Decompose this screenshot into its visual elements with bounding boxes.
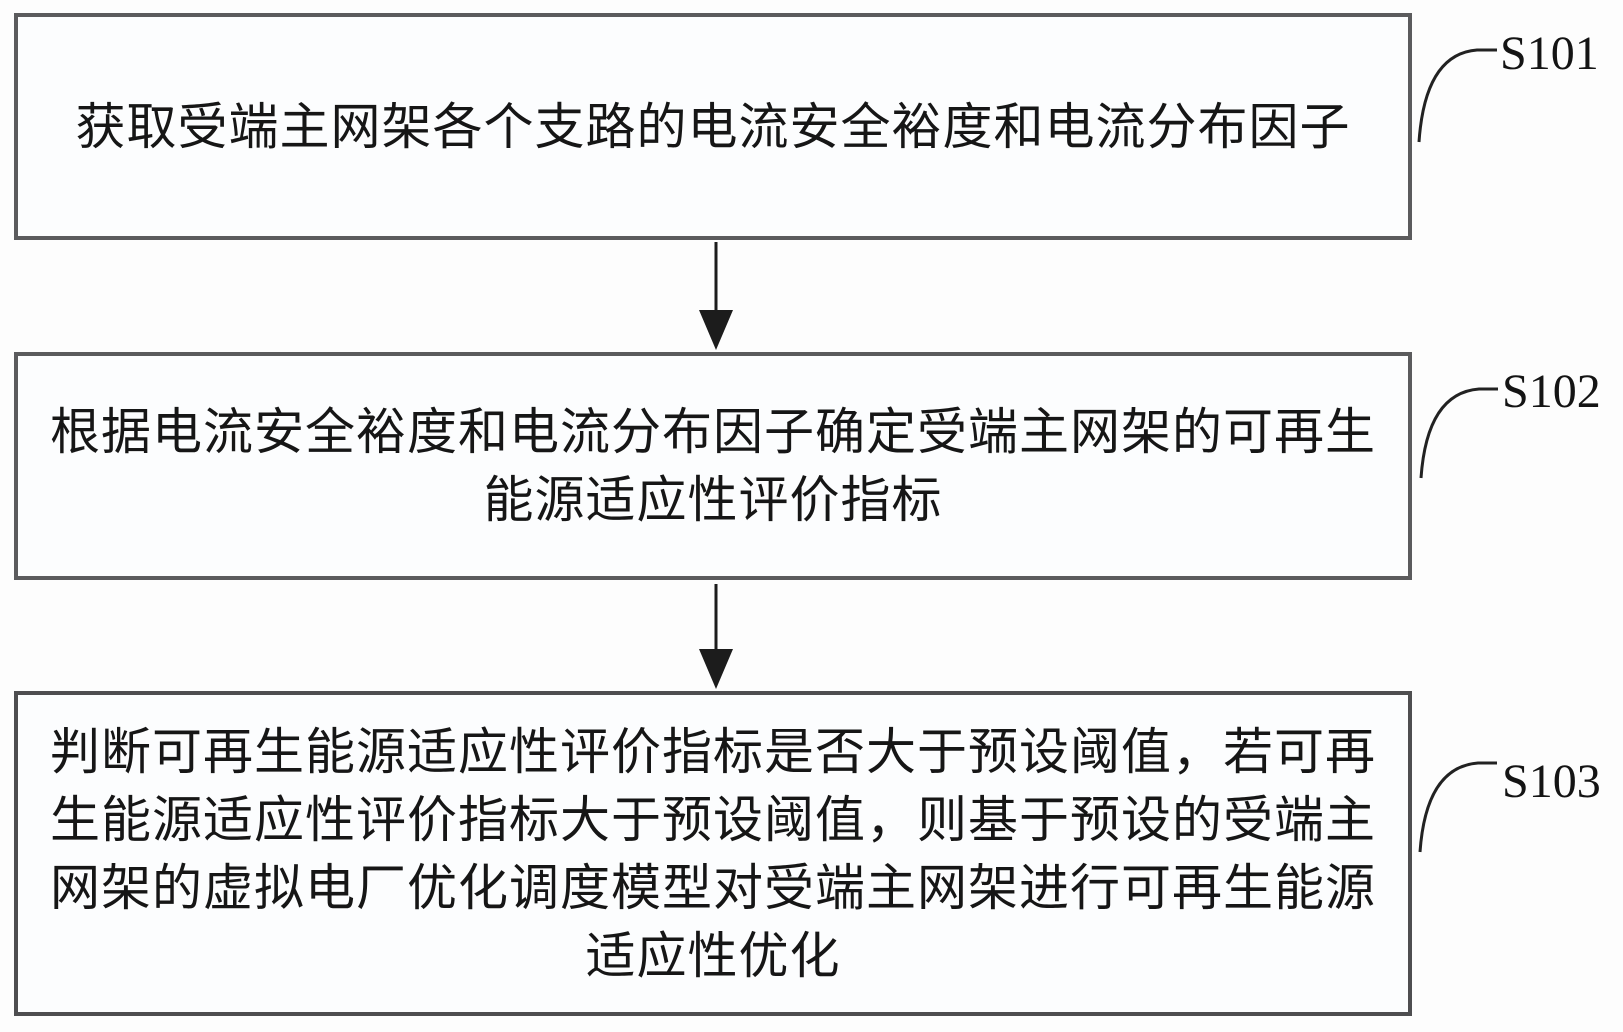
flow-step-box-1: 获取受端主网架各个支路的电流安全裕度和电流分布因子 (14, 13, 1412, 240)
flow-step-box-3: 判断可再生能源适应性评价指标是否大于预设阈值，若可再 生能源适应性评价指标大于预… (14, 691, 1412, 1016)
step-3-text-line-1: 判断可再生能源适应性评价指标是否大于预设阈值，若可再 (50, 723, 1376, 780)
step-3-text-line-3: 网架的虚拟电厂优化调度模型对受端主网架进行可再生能源 (50, 859, 1376, 916)
leader-line-s103 (1418, 761, 1497, 853)
leader-line-s102 (1419, 387, 1498, 479)
step-2-text-line-2: 能源适应性评价指标 (483, 472, 943, 528)
step-1-text-line-1: 获取受端主网架各个支路的电流安全裕度和电流分布因子 (75, 98, 1351, 155)
step-label-s102: S102 (1502, 365, 1601, 418)
step-2-text-line-1: 根据电流安全裕度和电流分布因子确定受端主网架的可再生 (50, 404, 1376, 460)
flow-arrow-2 (699, 584, 733, 689)
flow-arrow-1 (699, 242, 733, 350)
step-3-text-line-2: 生能源适应性评价指标大于预设阈值，则基于预设的受端主 (50, 791, 1376, 848)
step-3-text-line-4: 适应性优化 (585, 927, 841, 984)
flow-step-box-2: 根据电流安全裕度和电流分布因子确定受端主网架的可再生 能源适应性评价指标 (14, 352, 1412, 580)
step-label-s101: S101 (1500, 27, 1599, 80)
step-label-s103: S103 (1502, 755, 1601, 808)
leader-line-s101 (1417, 48, 1497, 143)
